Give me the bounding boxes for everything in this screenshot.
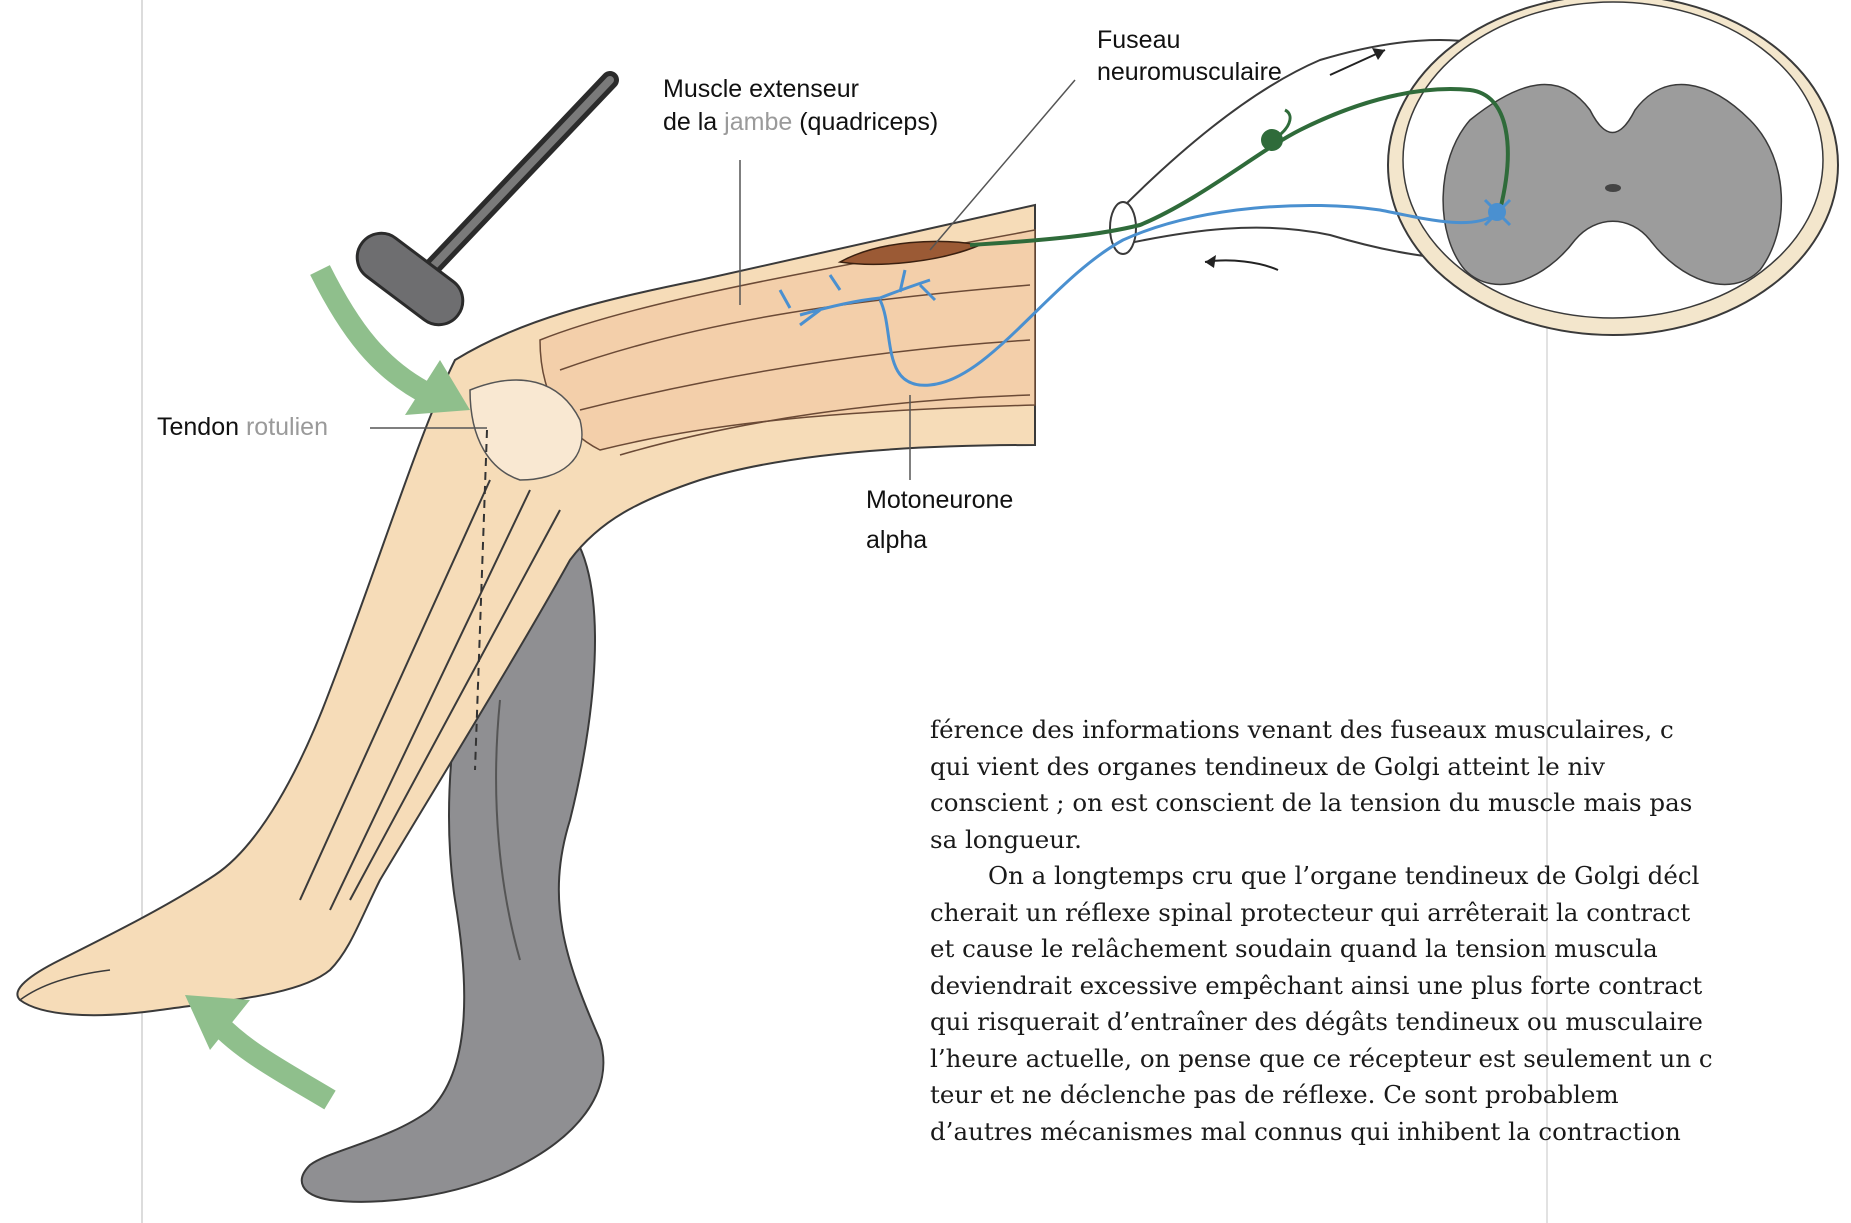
label-tendon-part1: Tendon [157,413,239,441]
body-text-line: qui vient des organes tendineux de Golgi… [930,749,1851,786]
label-tendon: Tendon rotulien [157,412,328,443]
label-extensor-part2: jambe [724,108,792,136]
central-canal [1605,184,1621,192]
kick-arrow-icon [185,995,330,1100]
body-text-line: l’heure actuelle, on pense que ce récept… [930,1041,1851,1078]
label-tendon-part2: rotulien [239,413,328,441]
body-text-line: sa longueur. [930,822,1851,859]
label-spindle-line2: neuromusculaire [1097,57,1282,88]
body-text-line: On a longtemps cru que l’organe tendineu… [930,858,1851,895]
body-text-line: qui risquerait d’entraîner des dégâts te… [930,1004,1851,1041]
label-motoneuron-line2: alpha [866,525,927,556]
label-motoneuron-line1: Motoneurone [866,485,1013,516]
label-extensor-part3: (quadriceps) [792,108,938,136]
body-text-line: férence des informations venant des fuse… [930,712,1851,749]
body-text: férence des informations venant des fuse… [930,712,1851,1150]
label-extensor-muscle-line1: Muscle extenseur [663,74,859,105]
body-text-line: d’autres mécanismes mal connus qui inhib… [930,1114,1851,1151]
efferent-direction-arrow [1205,260,1278,270]
body-text-line: teur et ne déclenche pas de réflexe. Ce … [930,1077,1851,1114]
body-text-line: cherait un réflexe spinal protecteur qui… [930,895,1851,932]
body-text-line: et cause le relâchement soudain quand la… [930,931,1851,968]
label-spindle-line1: Fuseau [1097,25,1180,56]
body-text-line: deviendrait excessive empêchant ainsi un… [930,968,1851,1005]
label-extensor-muscle-line2: de la jambe (quadriceps) [663,107,938,138]
reflex-hammer-icon [348,80,610,334]
label-extensor-part1: de la [663,108,724,136]
efferent-arrow-head [1205,255,1216,268]
body-text-line: conscient ; on est conscient de la tensi… [930,785,1851,822]
